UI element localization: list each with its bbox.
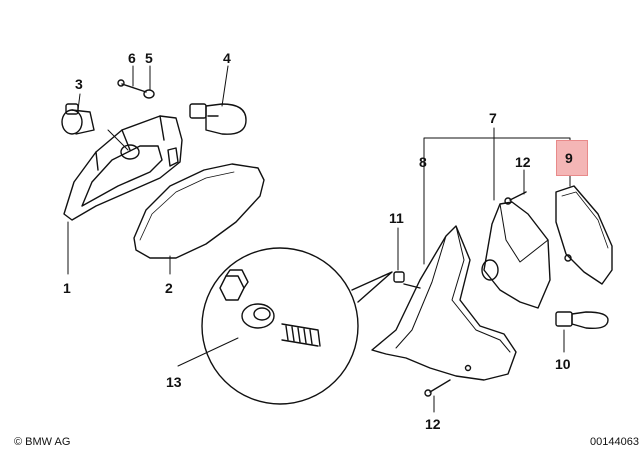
callout-1[interactable]: 1 xyxy=(63,280,71,296)
part-2-lens[interactable] xyxy=(133,163,265,259)
part-10-bulb[interactable] xyxy=(555,311,609,330)
callout-9[interactable]: 9 xyxy=(565,150,573,166)
copyright-mark: © BMW AG xyxy=(14,436,71,448)
part-11-nut[interactable] xyxy=(393,271,405,283)
part-12-screw-upper[interactable] xyxy=(504,191,527,205)
part-8-bracket[interactable] xyxy=(371,225,517,381)
callout-13[interactable]: 13 xyxy=(166,374,182,390)
part-3-socket[interactable] xyxy=(61,103,95,135)
callout-8[interactable]: 8 xyxy=(419,154,427,170)
callout-4[interactable]: 4 xyxy=(223,50,231,66)
callout-7[interactable]: 7 xyxy=(489,110,497,126)
part-9-lens[interactable] xyxy=(555,185,613,285)
callout-3[interactable]: 3 xyxy=(75,76,83,92)
part-6-screw[interactable] xyxy=(117,79,147,93)
callout-12-lower[interactable]: 12 xyxy=(425,416,441,432)
callout-10[interactable]: 10 xyxy=(555,356,571,372)
leader-lines-left xyxy=(67,65,229,275)
part-5-washer[interactable] xyxy=(143,89,155,99)
part-12-screw-lower[interactable] xyxy=(424,379,451,397)
callout-6[interactable]: 6 xyxy=(128,50,136,66)
part-1-housing[interactable] xyxy=(63,115,183,221)
part-4-bulb[interactable] xyxy=(189,103,247,135)
callout-2[interactable]: 2 xyxy=(165,280,173,296)
detail-magnifier[interactable] xyxy=(177,247,393,405)
callout-11[interactable]: 11 xyxy=(389,210,404,226)
part-7-housing[interactable] xyxy=(481,201,551,309)
callout-5[interactable]: 5 xyxy=(145,50,153,66)
drawing-number: 00144063 xyxy=(590,436,639,448)
callout-12-upper[interactable]: 12 xyxy=(515,154,531,170)
brand-label: BMW AG xyxy=(25,436,71,448)
part-9-highlight xyxy=(556,140,588,176)
